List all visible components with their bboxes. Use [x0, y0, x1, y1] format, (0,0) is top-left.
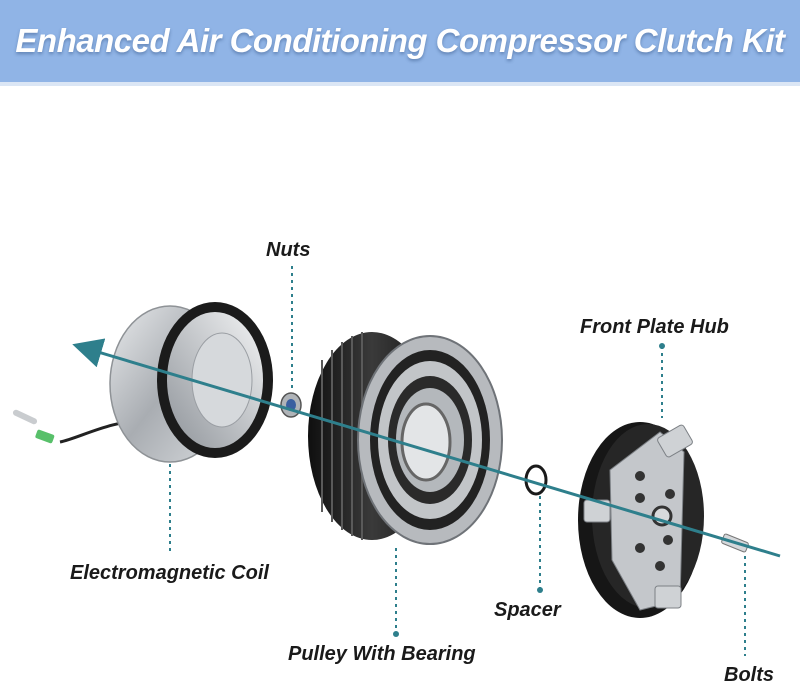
pulley-with-bearing	[308, 332, 503, 545]
front-plate-hub	[578, 422, 704, 618]
nut-part	[280, 392, 302, 418]
title-banner: Enhanced Air Conditioning Compressor Clu…	[0, 0, 800, 82]
label-pulley-with-bearing: Pulley With Bearing	[288, 643, 476, 665]
label-bolts: Bolts	[724, 664, 774, 686]
label-spacer: Spacer	[494, 599, 561, 621]
banner-divider	[0, 82, 800, 86]
label-nuts: Nuts	[266, 239, 311, 261]
page-title: Enhanced Air Conditioning Compressor Clu…	[15, 22, 785, 59]
label-electromagnetic-coil: Electromagnetic Coil	[70, 562, 269, 584]
assembly-axis-arrow	[72, 338, 781, 558]
label-front-plate-hub: Front Plate Hub	[580, 316, 729, 338]
electromagnetic-coil	[12, 302, 273, 463]
